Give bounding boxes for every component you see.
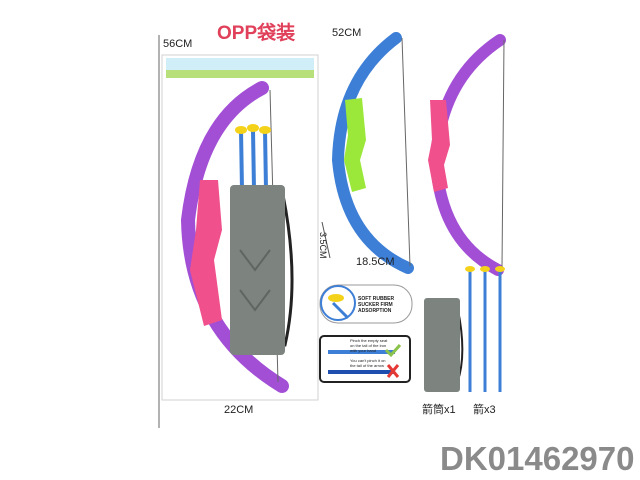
sku-code: DK01462970	[440, 440, 635, 477]
instruction-bad-text: You can't pinch it on the tail of the ar…	[350, 358, 386, 368]
quiver-small	[424, 298, 464, 392]
quiver-count-label: 箭筒x1	[422, 404, 456, 416]
quiver-large	[230, 185, 294, 355]
bow-height-label: 52CM	[332, 27, 362, 39]
bag-width-label: 22CM	[224, 404, 254, 416]
bow-width-label: 18.5CM	[356, 256, 395, 268]
blue-bow	[331, 32, 414, 274]
bag-height-label: 56CM	[163, 38, 193, 50]
check-icon	[384, 343, 402, 358]
pink-grip	[190, 180, 222, 326]
bow-depth-label: 3.5CM	[318, 232, 328, 259]
arrow-count-label: 箭x3	[473, 404, 496, 416]
green-grip	[344, 98, 366, 192]
instruction-ok-text: Pinch the empty seat on the tail of the …	[350, 338, 388, 353]
packaging-title: OPP袋装	[217, 23, 296, 44]
sucker-icon	[320, 285, 356, 321]
cross-icon	[386, 364, 400, 378]
purple-bow-small	[428, 34, 506, 276]
sucker-text: SOFT RUBBER SUCKER FIRM ADSORPTION	[358, 296, 395, 314]
arrows-small	[465, 266, 505, 392]
